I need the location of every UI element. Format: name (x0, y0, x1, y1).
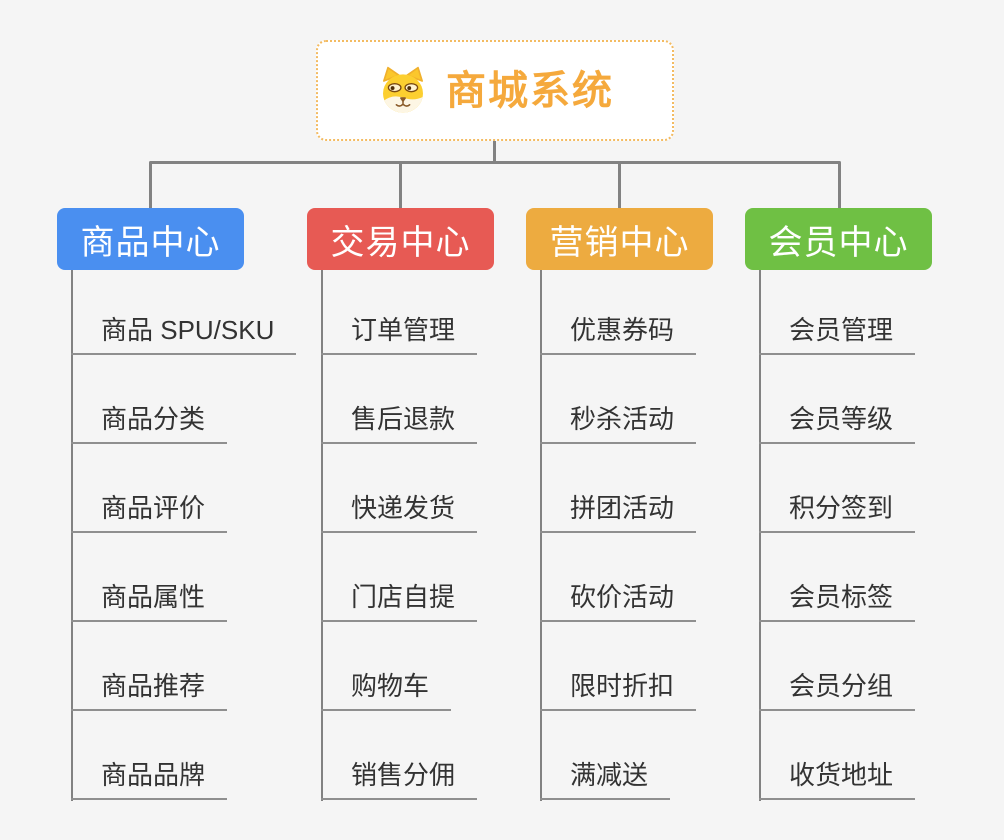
leaf-node-group-buy[interactable]: 拼团活动 (540, 494, 697, 533)
leaf-row: 限时折扣 (540, 622, 697, 711)
leaf-row: 快递发货 (321, 444, 478, 533)
connector-root-drop (493, 139, 496, 163)
leaf-row: 秒杀活动 (540, 355, 697, 444)
leaf-row: 商品分类 (71, 355, 296, 444)
leaf-node-express-delivery[interactable]: 快递发货 (321, 494, 478, 533)
leaf-row: 订单管理 (321, 266, 478, 355)
leaf-row: 门店自提 (321, 533, 478, 622)
leaf-list-marketing: 优惠券码 秒杀活动 拼团活动 砍价活动 限时折扣 满减送 (540, 266, 697, 800)
branch-product-center: 商品中心 商品 SPU/SKU 商品分类 商品评价 商品属性 商品推荐 商品品牌 (57, 208, 297, 801)
leaf-list-product: 商品 SPU/SKU 商品分类 商品评价 商品属性 商品推荐 商品品牌 (71, 266, 297, 800)
connector-drop-marketing (618, 163, 621, 210)
leaf-node-shopping-cart[interactable]: 购物车 (321, 672, 452, 711)
leaf-row: 商品品牌 (71, 711, 296, 800)
connector-drop-trade (399, 163, 402, 210)
leaf-node-sales-commission[interactable]: 销售分佣 (321, 761, 478, 800)
leaf-row: 商品推荐 (71, 622, 296, 711)
branch-member-center: 会员中心 会员管理 会员等级 积分签到 会员标签 会员分组 收货地址 (745, 208, 932, 801)
leaf-row: 会员管理 (759, 266, 916, 355)
connector-drop-product (149, 163, 152, 210)
leaf-node-coupon-code[interactable]: 优惠券码 (540, 316, 697, 355)
branch-trade-center: 交易中心 订单管理 售后退款 快递发货 门店自提 购物车 销售分佣 (307, 208, 494, 801)
leaf-list-trade: 订单管理 售后退款 快递发货 门店自提 购物车 销售分佣 (321, 266, 478, 800)
leaf-node-member-management[interactable]: 会员管理 (759, 316, 916, 355)
leaf-node-order-management[interactable]: 订单管理 (321, 316, 478, 355)
leaf-node-flash-sale[interactable]: 秒杀活动 (540, 405, 697, 444)
root-node-label: 商城系统 (446, 68, 614, 113)
connector-spine-member (759, 270, 761, 801)
connector-spine-trade (321, 270, 323, 801)
branch-node-marketing-center[interactable]: 营销中心 (526, 208, 713, 270)
leaf-node-product-recommend[interactable]: 商品推荐 (71, 672, 228, 711)
leaf-row: 收货地址 (759, 711, 916, 800)
leaf-row: 购物车 (321, 622, 477, 711)
leaf-node-full-reduction[interactable]: 满减送 (540, 761, 671, 800)
leaf-row: 商品属性 (71, 533, 296, 622)
branch-marketing-center: 营销中心 优惠券码 秒杀活动 拼团活动 砍价活动 限时折扣 满减送 (526, 208, 713, 801)
leaf-row: 销售分佣 (321, 711, 478, 800)
dog-face-icon (383, 66, 423, 113)
leaf-node-member-group[interactable]: 会员分组 (759, 672, 916, 711)
leaf-row: 会员分组 (759, 622, 916, 711)
leaf-row: 优惠券码 (540, 266, 697, 355)
leaf-node-member-tag[interactable]: 会员标签 (759, 583, 916, 622)
leaf-node-product-brand[interactable]: 商品品牌 (71, 761, 228, 800)
leaf-node-product-category[interactable]: 商品分类 (71, 405, 228, 444)
leaf-node-bargain-activity[interactable]: 砍价活动 (540, 583, 697, 622)
leaf-node-product-review[interactable]: 商品评价 (71, 494, 228, 533)
leaf-node-after-sales-refund[interactable]: 售后退款 (321, 405, 478, 444)
connector-drop-member (838, 163, 841, 210)
leaf-row: 会员标签 (759, 533, 916, 622)
leaf-node-product-spu-sku[interactable]: 商品 SPU/SKU (71, 316, 297, 355)
connector-trunk-hline (149, 161, 841, 164)
connector-spine-product (71, 270, 73, 801)
leaf-node-member-level[interactable]: 会员等级 (759, 405, 916, 444)
leaf-node-product-attribute[interactable]: 商品属性 (71, 583, 228, 622)
connector-spine-marketing (540, 270, 542, 801)
leaf-row: 拼团活动 (540, 444, 697, 533)
leaf-row: 商品 SPU/SKU (71, 266, 297, 355)
leaf-row: 积分签到 (759, 444, 916, 533)
branch-node-trade-center[interactable]: 交易中心 (307, 208, 494, 270)
leaf-row: 会员等级 (759, 355, 916, 444)
root-node[interactable]: 商城系统 (316, 40, 674, 141)
leaf-node-shipping-address[interactable]: 收货地址 (759, 761, 916, 800)
leaf-list-member: 会员管理 会员等级 积分签到 会员标签 会员分组 收货地址 (759, 266, 916, 800)
leaf-node-limited-time-discount[interactable]: 限时折扣 (540, 672, 697, 711)
branch-node-product-center[interactable]: 商品中心 (57, 208, 244, 270)
branch-node-member-center[interactable]: 会员中心 (745, 208, 932, 270)
leaf-row: 满减送 (540, 711, 696, 800)
leaf-row: 商品评价 (71, 444, 296, 533)
leaf-row: 售后退款 (321, 355, 478, 444)
leaf-row: 砍价活动 (540, 533, 697, 622)
leaf-node-points-checkin[interactable]: 积分签到 (759, 494, 916, 533)
leaf-node-store-pickup[interactable]: 门店自提 (321, 583, 478, 622)
